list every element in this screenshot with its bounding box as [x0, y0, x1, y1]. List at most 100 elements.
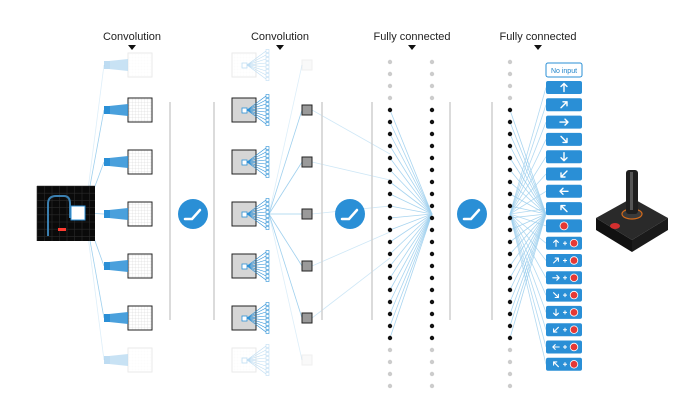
arrow-left-icon — [552, 344, 560, 350]
connection-line — [311, 257, 391, 319]
channel-link — [246, 95, 267, 111]
connection-line — [509, 213, 547, 296]
fc3-node — [507, 251, 513, 257]
fc2-node — [429, 275, 435, 281]
fc2-node — [429, 371, 435, 377]
connection-line — [389, 213, 433, 339]
fc2-node — [429, 239, 435, 245]
arrow-right-icon — [559, 118, 569, 126]
channel-link — [246, 159, 267, 163]
channel-link — [246, 259, 267, 267]
fc2-node — [429, 287, 435, 293]
fc3-node — [507, 215, 513, 221]
channel-link — [246, 161, 267, 169]
channel-node — [265, 122, 270, 126]
arrow-up-icon — [560, 82, 568, 93]
layer-title-fc1: Fully connected — [373, 31, 450, 43]
action-button — [546, 254, 582, 267]
plus-icon — [563, 241, 567, 246]
channel-node — [265, 150, 270, 154]
channel-node — [265, 206, 270, 210]
channel-node — [265, 53, 270, 57]
fc3-node — [507, 299, 513, 305]
channel-link — [246, 359, 267, 367]
fc2-node — [429, 347, 435, 353]
feature-map-square — [127, 201, 153, 227]
kernel-square — [104, 210, 110, 218]
kernel-square — [104, 158, 110, 166]
diagram-body — [36, 49, 513, 389]
marker-triangle — [128, 45, 136, 50]
feature-map-square — [127, 305, 153, 331]
channel-link — [246, 317, 267, 333]
channel-link — [246, 359, 267, 363]
fc1-node — [387, 71, 393, 77]
channel-link — [246, 62, 267, 66]
fc2-node — [429, 227, 435, 233]
feature-map-conv1 — [104, 305, 153, 331]
relu-icon — [335, 199, 365, 229]
connection-line — [389, 213, 433, 303]
marker-triangle — [408, 45, 416, 50]
feature-stack-conv2 — [231, 344, 313, 376]
relu-icon — [457, 199, 487, 229]
connection-line — [509, 213, 547, 313]
connection-line — [509, 173, 547, 215]
fc2-node — [429, 71, 435, 77]
fc2-node — [429, 107, 435, 113]
arrow-up-left-icon — [560, 204, 568, 213]
channel-link — [246, 303, 267, 319]
arrow-down-icon — [560, 151, 568, 162]
fire-button-icon — [569, 342, 579, 352]
connection-line — [311, 109, 391, 155]
connection-line — [509, 213, 547, 365]
fc3-node — [507, 335, 513, 341]
connection-line — [509, 213, 547, 348]
channel-link — [246, 349, 267, 361]
channel-link — [246, 203, 267, 215]
connection-line — [389, 213, 433, 267]
channel-link — [246, 161, 267, 177]
kernel-square — [241, 357, 248, 364]
channel-node — [265, 254, 270, 258]
plus-icon — [563, 362, 567, 367]
conv2-output-square — [301, 260, 313, 272]
arrow-down-icon — [553, 308, 559, 317]
feature-map-square — [127, 253, 153, 279]
channel-link — [246, 151, 267, 163]
fc2-node — [429, 131, 435, 137]
connection-line — [268, 109, 303, 215]
fc3-node — [507, 203, 513, 209]
joystick-base-side — [632, 218, 668, 252]
feature-map-square — [231, 52, 257, 78]
fc3-node — [507, 359, 513, 365]
channel-link — [246, 345, 267, 361]
connection-line — [389, 133, 433, 215]
fc2-node — [429, 179, 435, 185]
channel-link — [246, 147, 267, 163]
receptive-cone — [109, 104, 128, 116]
channel-link — [246, 265, 267, 269]
connection-line — [509, 208, 547, 215]
channel-node — [265, 210, 270, 214]
connection-line — [509, 213, 547, 278]
action-button — [546, 219, 582, 233]
channel-node — [265, 218, 270, 222]
channel-node — [265, 214, 270, 218]
fc1-node — [387, 59, 393, 65]
feature-map-conv1 — [104, 52, 153, 78]
connection-line — [389, 213, 433, 327]
connection-line — [509, 213, 547, 219]
connection-line — [509, 133, 547, 215]
connection-line — [389, 145, 433, 215]
joystick-highlight — [630, 172, 633, 210]
channel-node — [265, 61, 270, 65]
arrow-down-left-icon — [560, 170, 568, 178]
layer-title-conv2: Convolution — [251, 31, 309, 43]
connection-line — [509, 104, 547, 215]
receptive-cone — [109, 354, 128, 366]
fc1-node — [387, 227, 393, 233]
fire-button-icon — [569, 256, 579, 265]
fc1-node — [387, 167, 393, 173]
action-button — [546, 305, 582, 319]
